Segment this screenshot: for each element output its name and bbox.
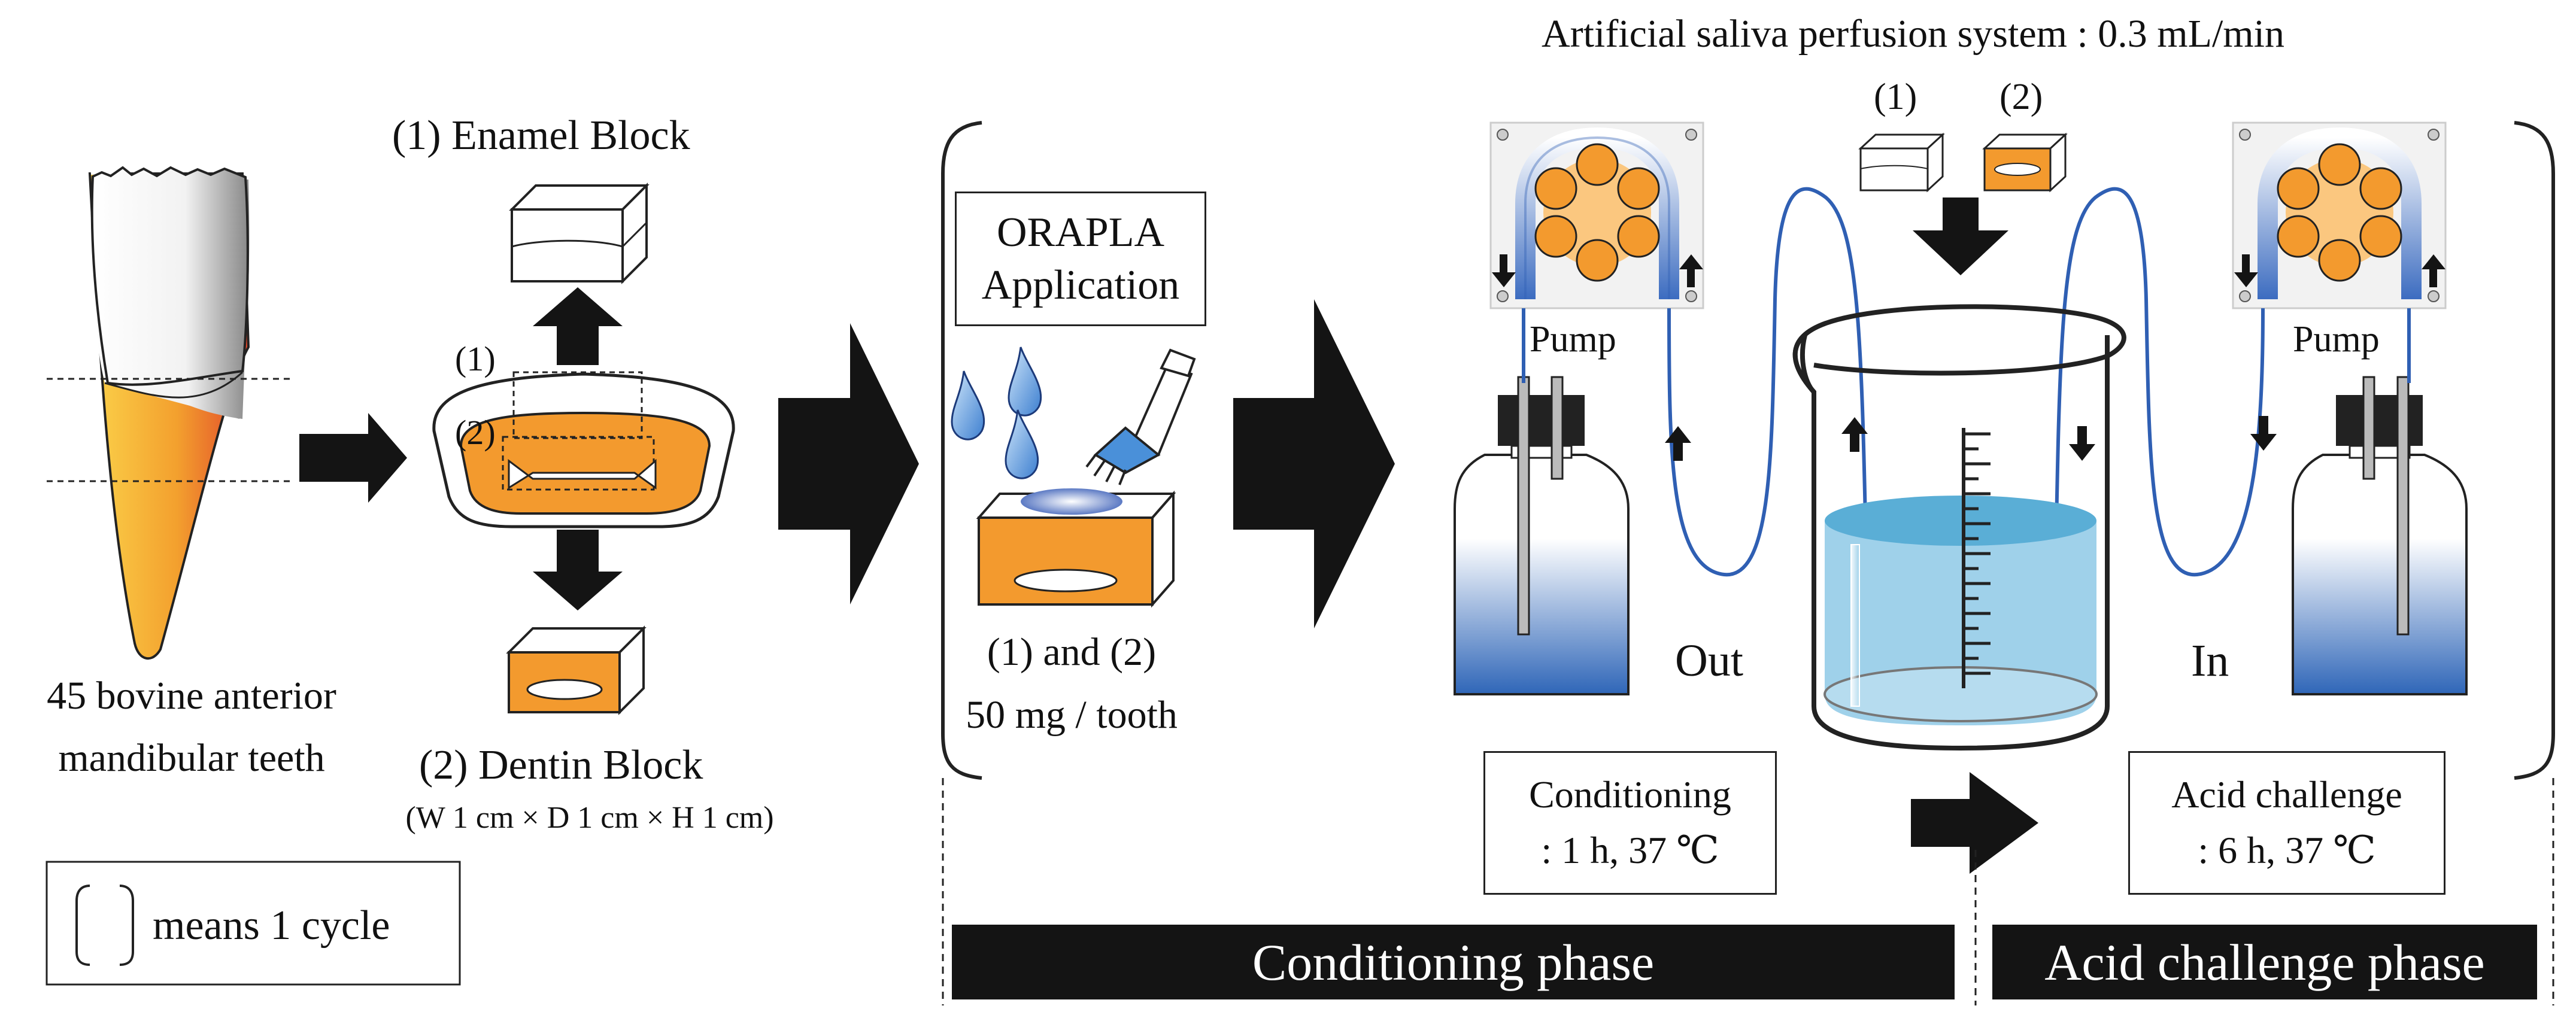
acid-challenge-box: Acid challenge : 6 h, 37 ℃	[2128, 751, 2445, 895]
conditioning-phase-bar: Conditioning phase	[952, 925, 1955, 999]
pump-right-label: Pump	[2293, 319, 2380, 360]
section-label-2: (2)	[455, 413, 496, 452]
cross-section-icon	[432, 371, 735, 528]
conditioning-line2: : 1 h, 37 ℃	[1541, 829, 1719, 871]
beaker-icon	[1792, 304, 2126, 751]
conditioning-box: Conditioning : 1 h, 37 ℃	[1483, 751, 1777, 895]
bottle-icon-right	[2292, 376, 2468, 695]
legend-text: means 1 cycle	[153, 903, 390, 949]
acid-challenge-phase-bar: Acid challenge phase	[1992, 925, 2537, 999]
drop-icon-3	[1005, 409, 1039, 479]
orapla-line1: ORAPLA	[996, 209, 1165, 256]
dose-line1: (1) and (2)	[987, 630, 1157, 674]
enamel-block-label: (1) Enamel Block	[392, 113, 690, 159]
tooth-label-line2: mandibular teeth	[58, 736, 325, 780]
brush-icon	[1085, 348, 1196, 485]
conditioning-line1: Conditioning	[1529, 773, 1731, 816]
beaker-dentin-block-icon	[1982, 132, 2068, 193]
tubing	[1522, 187, 2411, 629]
bottle-icon	[1454, 376, 1630, 695]
drop-icon	[951, 370, 985, 440]
orapla-line2: Application	[981, 262, 1180, 308]
tooth-label-line1: 45 bovine anterior	[47, 674, 336, 718]
dentin-block-label: (2) Dentin Block	[419, 742, 703, 788]
beaker-enamel-block-icon	[1858, 132, 1945, 193]
beaker-block-label-1: (1)	[1874, 77, 1917, 117]
cycle-bracket-left	[941, 121, 982, 780]
acid-line1: Acid challenge	[2171, 773, 2402, 816]
pump-icon	[1489, 121, 1704, 309]
block-size-label: (W 1 cm × D 1 cm × H 1 cm)	[405, 801, 774, 835]
dentin-block-icon	[506, 625, 647, 715]
out-label: Out	[1675, 636, 1743, 686]
drop-icon-2	[1008, 347, 1042, 417]
cycle-bracket-right	[2514, 121, 2555, 780]
dose-line2: 50 mg / tooth	[966, 693, 1178, 737]
beaker-block-label-2: (2)	[1999, 77, 2043, 117]
flow-arrow-icon-3	[2069, 426, 2095, 461]
tooth-icon	[88, 139, 250, 660]
enamel-block-icon	[509, 183, 650, 284]
arrow-icon	[299, 413, 407, 503]
big-arrow-icon-2	[1233, 299, 1395, 628]
section-label-1: (1)	[455, 339, 496, 378]
acid-line2: : 6 h, 37 ℃	[2198, 829, 2376, 871]
flow-arrow-icon-2	[1841, 417, 1868, 452]
in-label: In	[2191, 636, 2229, 686]
big-arrow-icon-1	[778, 323, 919, 604]
perfusion-system-label: Artificial saliva perfusion system : 0.3…	[1542, 12, 2284, 56]
pump-left-label: Pump	[1530, 319, 1616, 360]
legend-bracket-icon	[75, 885, 90, 966]
legend-box	[45, 861, 461, 986]
flow-arrow-icon-4	[2250, 416, 2277, 451]
arrow-up-icon	[533, 287, 623, 365]
phase-arrow-icon	[1911, 772, 2038, 874]
flow-arrow-icon	[1665, 426, 1691, 461]
orapla-block-icon	[976, 488, 1176, 608]
beaker-down-arrow-icon	[1913, 197, 2008, 275]
arrow-down-icon	[533, 530, 623, 610]
pump-icon-right	[2232, 121, 2447, 309]
legend-bracket-icon-right	[119, 885, 134, 966]
orapla-application-box: ORAPLA Application	[955, 192, 1206, 326]
